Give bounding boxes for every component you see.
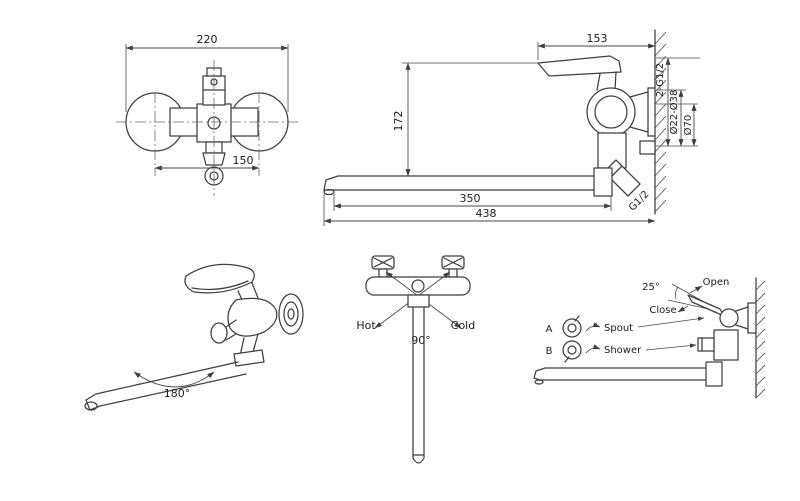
spout-nut-control <box>705 361 723 387</box>
dim-reach-label: 438 <box>476 207 497 220</box>
close-label: Close <box>649 305 676 316</box>
front-view: 220 150 <box>116 33 298 196</box>
dim-spout-label: 350 <box>460 192 481 205</box>
cartridge-body <box>586 87 636 137</box>
wall-hatching-control <box>755 280 766 399</box>
spout-mode-label: Spout <box>604 323 633 334</box>
lever-angle-label: 25° <box>642 282 660 293</box>
cold-knob <box>441 255 465 278</box>
position-b-indicator <box>562 340 582 360</box>
dim-centers-label: 150 <box>233 154 254 167</box>
dim-height-label: 172 <box>392 111 405 132</box>
hot-label: Hot <box>356 319 376 332</box>
cold-label: Cold <box>451 319 475 332</box>
diverter-knob-iso <box>210 322 228 344</box>
escutcheon-dia-label: Ø70 <box>682 115 694 136</box>
side-view: 153 172 350 438 2-G1/2 Ø22-Ø38 Ø70 G1/2 <box>323 29 700 226</box>
dim-depth-label: 153 <box>587 32 608 45</box>
wall-flange-iso <box>278 293 304 335</box>
diverter-housing-side <box>597 132 627 169</box>
dim-width-label: 220 <box>197 33 218 46</box>
iso-view: 180° <box>84 263 304 411</box>
spout-nut-iso <box>233 349 265 367</box>
hot-knob <box>371 255 395 278</box>
wall-hatching <box>654 31 667 213</box>
lever-handle-iso <box>184 263 255 294</box>
shower-mode-label: Shower <box>604 345 642 356</box>
adjust-range-label: Ø22-Ø38 <box>668 90 680 135</box>
lever-handle-side <box>537 55 622 77</box>
cartridge-control <box>719 308 739 328</box>
inlet-thread-label: 2-G1/2 <box>655 63 666 97</box>
position-a-label: A <box>546 324 553 335</box>
spout-iso <box>85 361 247 411</box>
shower-knob-control <box>697 337 715 352</box>
position-b-label: B <box>546 346 553 357</box>
spout-control <box>533 367 707 381</box>
swivel-180-label: 180° <box>164 387 191 400</box>
position-a-indicator <box>562 318 582 338</box>
open-label: Open <box>703 277 730 288</box>
spout-side <box>323 175 599 191</box>
inlet-eccentric <box>639 140 656 155</box>
faucet-body-iso <box>227 297 278 337</box>
control-view: 25° Open Close A Spout B Shower <box>533 277 766 399</box>
swivel-arc-180 <box>133 371 215 388</box>
swivel-90-label: 90° <box>411 334 431 347</box>
wall-connection-dims: 2-G1/2 Ø22-Ø38 Ø70 <box>655 57 700 147</box>
top-view: Hot Cold 90° <box>356 255 475 464</box>
spout-top <box>412 306 425 464</box>
spout-nut-top <box>407 294 430 308</box>
diverter-housing-control <box>713 329 739 361</box>
spout-nut-side <box>593 167 613 197</box>
